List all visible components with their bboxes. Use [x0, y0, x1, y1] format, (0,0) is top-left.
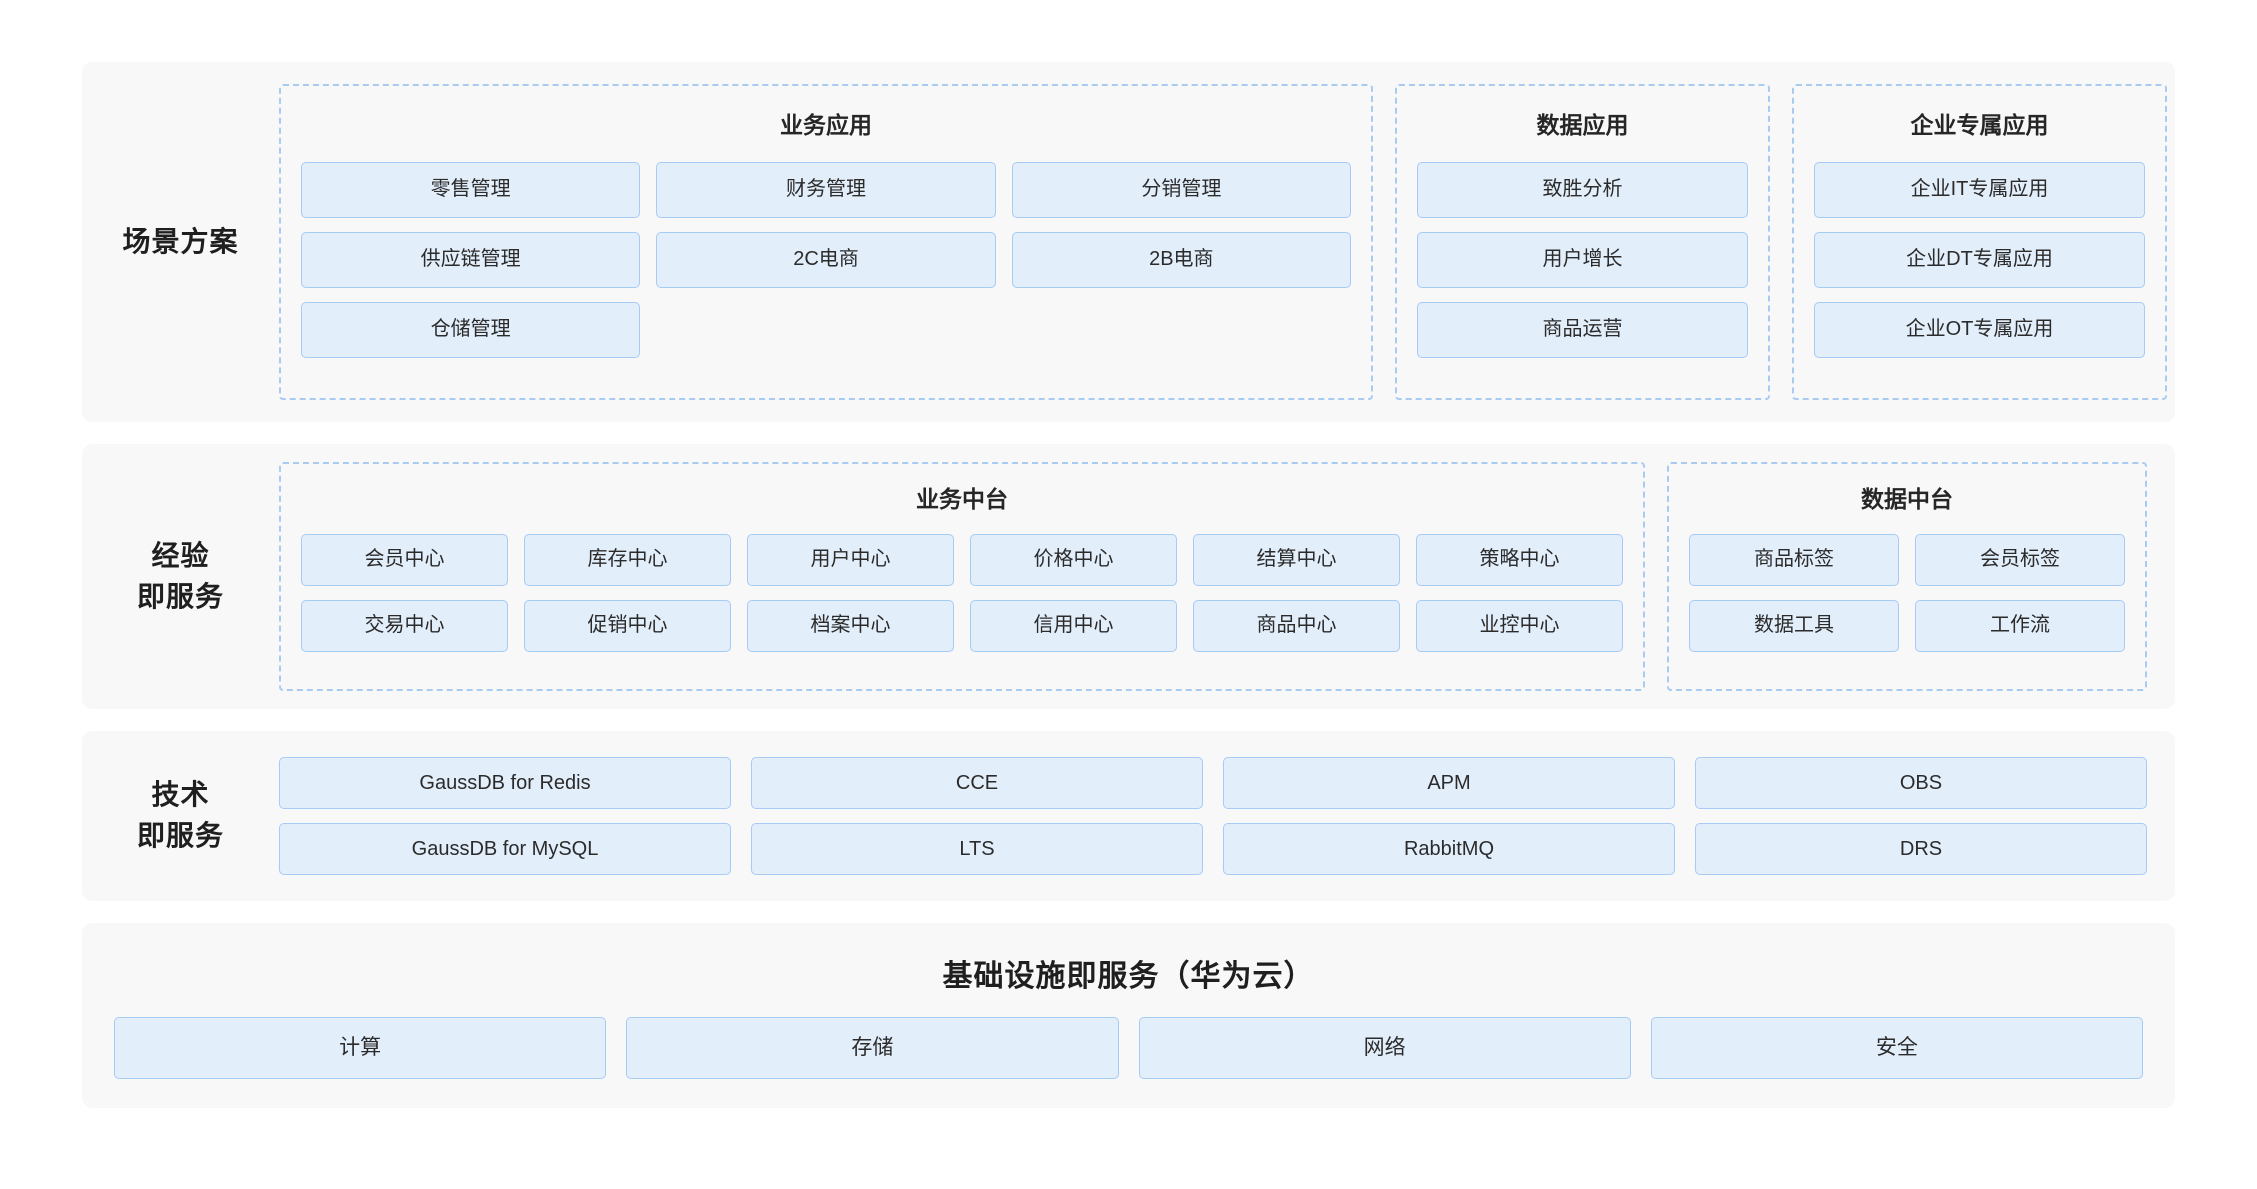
group-data-applications: 数据应用 致胜分析 用户增长 商品运营: [1395, 84, 1770, 400]
cell-drs[interactable]: DRS: [1695, 823, 2147, 875]
cell-network[interactable]: 网络: [1138, 1017, 1631, 1079]
layer-label-technology-as-a-service: 技术 即服务: [82, 731, 279, 901]
layer-title-infrastructure: 基础设施即服务（华为云）: [942, 960, 1315, 993]
cell-grid: 会员中心 库存中心 用户中心 价格中心 结算中心 策略中心 交易中心 促销中心 …: [301, 533, 1623, 652]
cell-member-center[interactable]: 会员中心: [301, 533, 508, 586]
cell-user-center[interactable]: 用户中心: [747, 533, 954, 586]
group-title: 企业专属应用: [1910, 112, 2049, 138]
group-title: 业务应用: [780, 112, 872, 138]
cell-winning-analysis[interactable]: 致胜分析: [1417, 161, 1748, 218]
cell-storage[interactable]: 存储: [626, 1017, 1119, 1079]
group-business-middle-platform: 业务中台 会员中心 库存中心 用户中心 价格中心 结算中心 策略中心 交易中心 …: [279, 462, 1645, 691]
layer-body-experience-as-a-service: 业务中台 会员中心 库存中心 用户中心 价格中心 结算中心 策略中心 交易中心 …: [279, 444, 2175, 709]
layer-scene-solutions: 场景方案 业务应用 零售管理 财务管理 分销管理 供应链管理 2C电商 2B电商…: [82, 62, 2175, 422]
layer-label-line: 即服务: [136, 580, 224, 612]
cell-archive-center[interactable]: 档案中心: [747, 599, 954, 652]
cell-enterprise-it-app[interactable]: 企业IT专属应用: [1814, 161, 2145, 218]
group-data-middle-platform: 数据中台 商品标签 会员标签 数据工具 工作流: [1667, 462, 2147, 691]
cell-apm[interactable]: APM: [1223, 757, 1675, 809]
cell-gaussdb-for-redis[interactable]: GaussDB for Redis: [279, 757, 731, 809]
layer-infrastructure-as-a-service: 基础设施即服务（华为云） 计算 存储 网络 安全: [82, 923, 2175, 1108]
cell-compute[interactable]: 计算: [114, 1017, 607, 1079]
cell-gaussdb-for-mysql[interactable]: GaussDB for MySQL: [279, 823, 731, 875]
cell-member-tags[interactable]: 会员标签: [1915, 533, 2125, 586]
layer-experience-as-a-service: 经验 即服务 业务中台 会员中心 库存中心 用户中心 价格中心 结算中心 策略中…: [82, 444, 2175, 709]
group-title: 数据中台: [1861, 486, 1953, 512]
cell-price-center[interactable]: 价格中心: [970, 533, 1177, 586]
cell-user-growth[interactable]: 用户增长: [1417, 231, 1748, 288]
group-business-applications: 业务应用 零售管理 财务管理 分销管理 供应链管理 2C电商 2B电商 仓储管理: [279, 84, 1373, 400]
cell-warehouse-management[interactable]: 仓储管理: [301, 301, 641, 358]
cell-2c-ecommerce[interactable]: 2C电商: [656, 231, 996, 288]
cell-finance-management[interactable]: 财务管理: [656, 161, 996, 218]
layer-body-scene-solutions: 业务应用 零售管理 财务管理 分销管理 供应链管理 2C电商 2B电商 仓储管理…: [279, 62, 2195, 422]
cell-product-tags[interactable]: 商品标签: [1689, 533, 1899, 586]
group-title: 业务中台: [916, 486, 1008, 512]
layer-label-scene-solutions: 场景方案: [82, 62, 279, 422]
cell-strategy-center[interactable]: 策略中心: [1416, 533, 1623, 586]
layer-label-line: 即服务: [136, 820, 224, 851]
cell-settlement-center[interactable]: 结算中心: [1193, 533, 1400, 586]
cell-grid: 计算 存储 网络 安全: [114, 1017, 2143, 1079]
cell-security[interactable]: 安全: [1650, 1017, 2143, 1079]
layer-label-line: 技术: [151, 779, 210, 811]
cell-product-center[interactable]: 商品中心: [1193, 599, 1400, 652]
cell-grid: 企业IT专属应用 企业DT专属应用 企业OT专属应用: [1814, 161, 2145, 358]
cell-supply-chain-management[interactable]: 供应链管理: [301, 231, 641, 288]
cell-enterprise-dt-app[interactable]: 企业DT专属应用: [1814, 231, 2145, 288]
group-enterprise-dedicated-applications: 企业专属应用 企业IT专属应用 企业DT专属应用 企业OT专属应用: [1792, 84, 2167, 400]
cell-grid: GaussDB for Redis CCE APM OBS GaussDB fo…: [279, 757, 2147, 875]
cell-workflow[interactable]: 工作流: [1915, 599, 2125, 652]
cell-grid: 零售管理 财务管理 分销管理 供应链管理 2C电商 2B电商 仓储管理: [301, 161, 1351, 358]
cell-2b-ecommerce[interactable]: 2B电商: [1011, 231, 1351, 288]
layer-label-experience-as-a-service: 经验 即服务: [82, 444, 279, 709]
cell-lts[interactable]: LTS: [751, 823, 1203, 875]
cell-distribution-management[interactable]: 分销管理: [1011, 161, 1351, 218]
cell-grid: 致胜分析 用户增长 商品运营: [1417, 161, 1748, 358]
cell-rabbitmq[interactable]: RabbitMQ: [1223, 823, 1675, 875]
cell-obs[interactable]: OBS: [1695, 757, 2147, 809]
layer-technology-as-a-service: 技术 即服务 GaussDB for Redis CCE APM OBS Gau…: [82, 731, 2175, 901]
cell-product-operations[interactable]: 商品运营: [1417, 301, 1748, 358]
cell-retail-management[interactable]: 零售管理: [301, 161, 641, 218]
cell-credit-center[interactable]: 信用中心: [970, 599, 1177, 652]
cell-promotion-center[interactable]: 促销中心: [524, 599, 731, 652]
cell-grid: 商品标签 会员标签 数据工具 工作流: [1689, 533, 2125, 652]
cell-business-control-center[interactable]: 业控中心: [1416, 599, 1623, 652]
cell-enterprise-ot-app[interactable]: 企业OT专属应用: [1814, 301, 2145, 358]
cell-transaction-center[interactable]: 交易中心: [301, 599, 508, 652]
group-title: 数据应用: [1536, 112, 1629, 138]
layer-label-line: 经验: [151, 539, 210, 571]
cell-placeholder: [656, 302, 995, 358]
layer-body-technology-as-a-service: GaussDB for Redis CCE APM OBS GaussDB fo…: [279, 731, 2175, 901]
layer-label-line: 场景方案: [122, 225, 239, 257]
cell-data-tools[interactable]: 数据工具: [1689, 599, 1899, 652]
cell-inventory-center[interactable]: 库存中心: [524, 533, 731, 586]
cell-placeholder: [1012, 302, 1351, 358]
cell-cce[interactable]: CCE: [751, 757, 1203, 809]
